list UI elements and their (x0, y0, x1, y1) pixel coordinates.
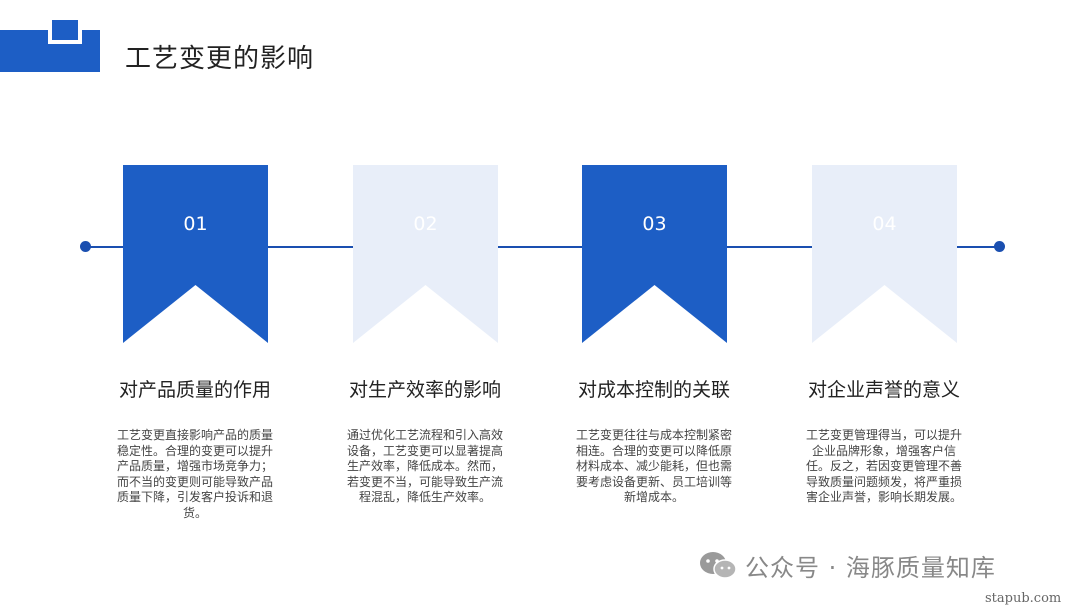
timeline-start-dot (80, 241, 91, 252)
step-body-1: 工艺变更直接影响产品的质量稳定性。合理的变更可以提升产品质量，增强市场竞争力；而… (117, 428, 274, 520)
step-number-3: 03 (642, 213, 667, 235)
wechat-icon (700, 552, 737, 579)
step-banner-1: 01 (123, 165, 268, 343)
page-title: 工艺变更的影响 (125, 44, 315, 74)
banner-shape-4 (812, 165, 957, 343)
step-banner-3: 03 (582, 165, 727, 343)
banner-shape-2 (353, 165, 498, 343)
watermark-text: 公众号 · 海豚质量知库 (745, 554, 996, 582)
step-number-4: 04 (872, 213, 897, 235)
step-heading-3: 对成本控制的关联 (577, 379, 730, 401)
banner-shape-3 (582, 165, 727, 343)
banner-shape-1 (123, 165, 268, 343)
timeline-end-dot (994, 241, 1005, 252)
step-banner-2: 02 (353, 165, 498, 343)
step-body-3: 工艺变更往往与成本控制紧密相连。合理的变更可以降低原材料成本、减少能耗，但也需要… (576, 428, 733, 504)
step-body-4: 工艺变更管理得当，可以提升企业品牌形象，增强客户信任。反之，若因变更管理不善导致… (806, 428, 963, 504)
step-body-2: 通过优化工艺流程和引入高效设备，工艺变更可以显著提高生产效率，降低成本。然而，若… (347, 428, 504, 504)
step-heading-4: 对企业声誉的意义 (807, 379, 960, 401)
logo-notch-inner (52, 20, 78, 40)
step-number-2: 02 (413, 213, 438, 235)
step-banner-4: 04 (812, 165, 957, 343)
site-url: stapub.com (985, 591, 1062, 606)
timeline-line (86, 246, 1000, 248)
step-heading-1: 对产品质量的作用 (118, 379, 271, 401)
step-number-1: 01 (183, 213, 208, 235)
step-heading-2: 对生产效率的影响 (348, 379, 501, 401)
